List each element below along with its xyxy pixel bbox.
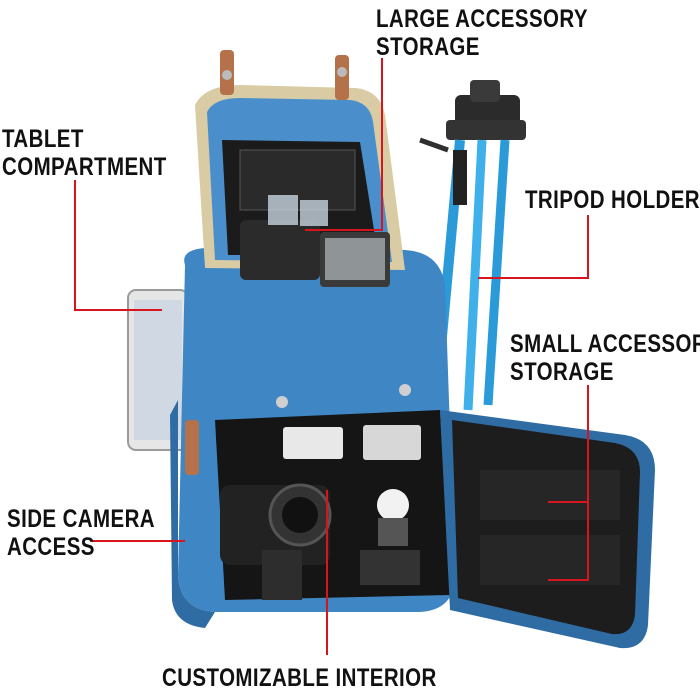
callout-tablet-line1: TABLET [2, 125, 84, 153]
callout-interior-line1: CUSTOMIZABLE INTERIOR [162, 664, 437, 692]
leader-lines [74, 58, 589, 655]
leader-tripod [478, 215, 589, 279]
front-flap [440, 410, 655, 649]
callout-large-accessory-line2: STORAGE [376, 33, 480, 61]
leader-small-accessory [548, 385, 589, 581]
leader-tablet [74, 180, 162, 311]
callout-small-accessory-line2: STORAGE [510, 358, 614, 386]
callout-side-camera-line1: SIDE CAMERA [7, 505, 156, 533]
callout-side-camera-line2: ACCESS [7, 533, 95, 561]
camera-compartment [215, 410, 450, 600]
tablet-device [127, 289, 189, 451]
callout-small-accessory-line1: SMALL ACCESSORY [510, 330, 700, 358]
callout-small-accessory: SMALL ACCESSORY STORAGE [510, 330, 700, 386]
callout-tripod-line1: TRIPOD HOLDER [525, 186, 700, 214]
callout-tripod: TRIPOD HOLDER [525, 186, 700, 214]
callout-large-accessory-line1: LARGE ACCESSORY [376, 5, 588, 33]
callout-tablet-line2: COMPARTMENT [2, 153, 167, 181]
callout-large-accessory: LARGE ACCESSORY STORAGE [376, 5, 588, 61]
leader-large-accessory [305, 58, 383, 231]
callout-side-camera: SIDE CAMERA ACCESS [7, 505, 155, 561]
callout-tablet: TABLET COMPARTMENT [2, 125, 167, 181]
callout-interior: CUSTOMIZABLE INTERIOR [162, 664, 437, 692]
